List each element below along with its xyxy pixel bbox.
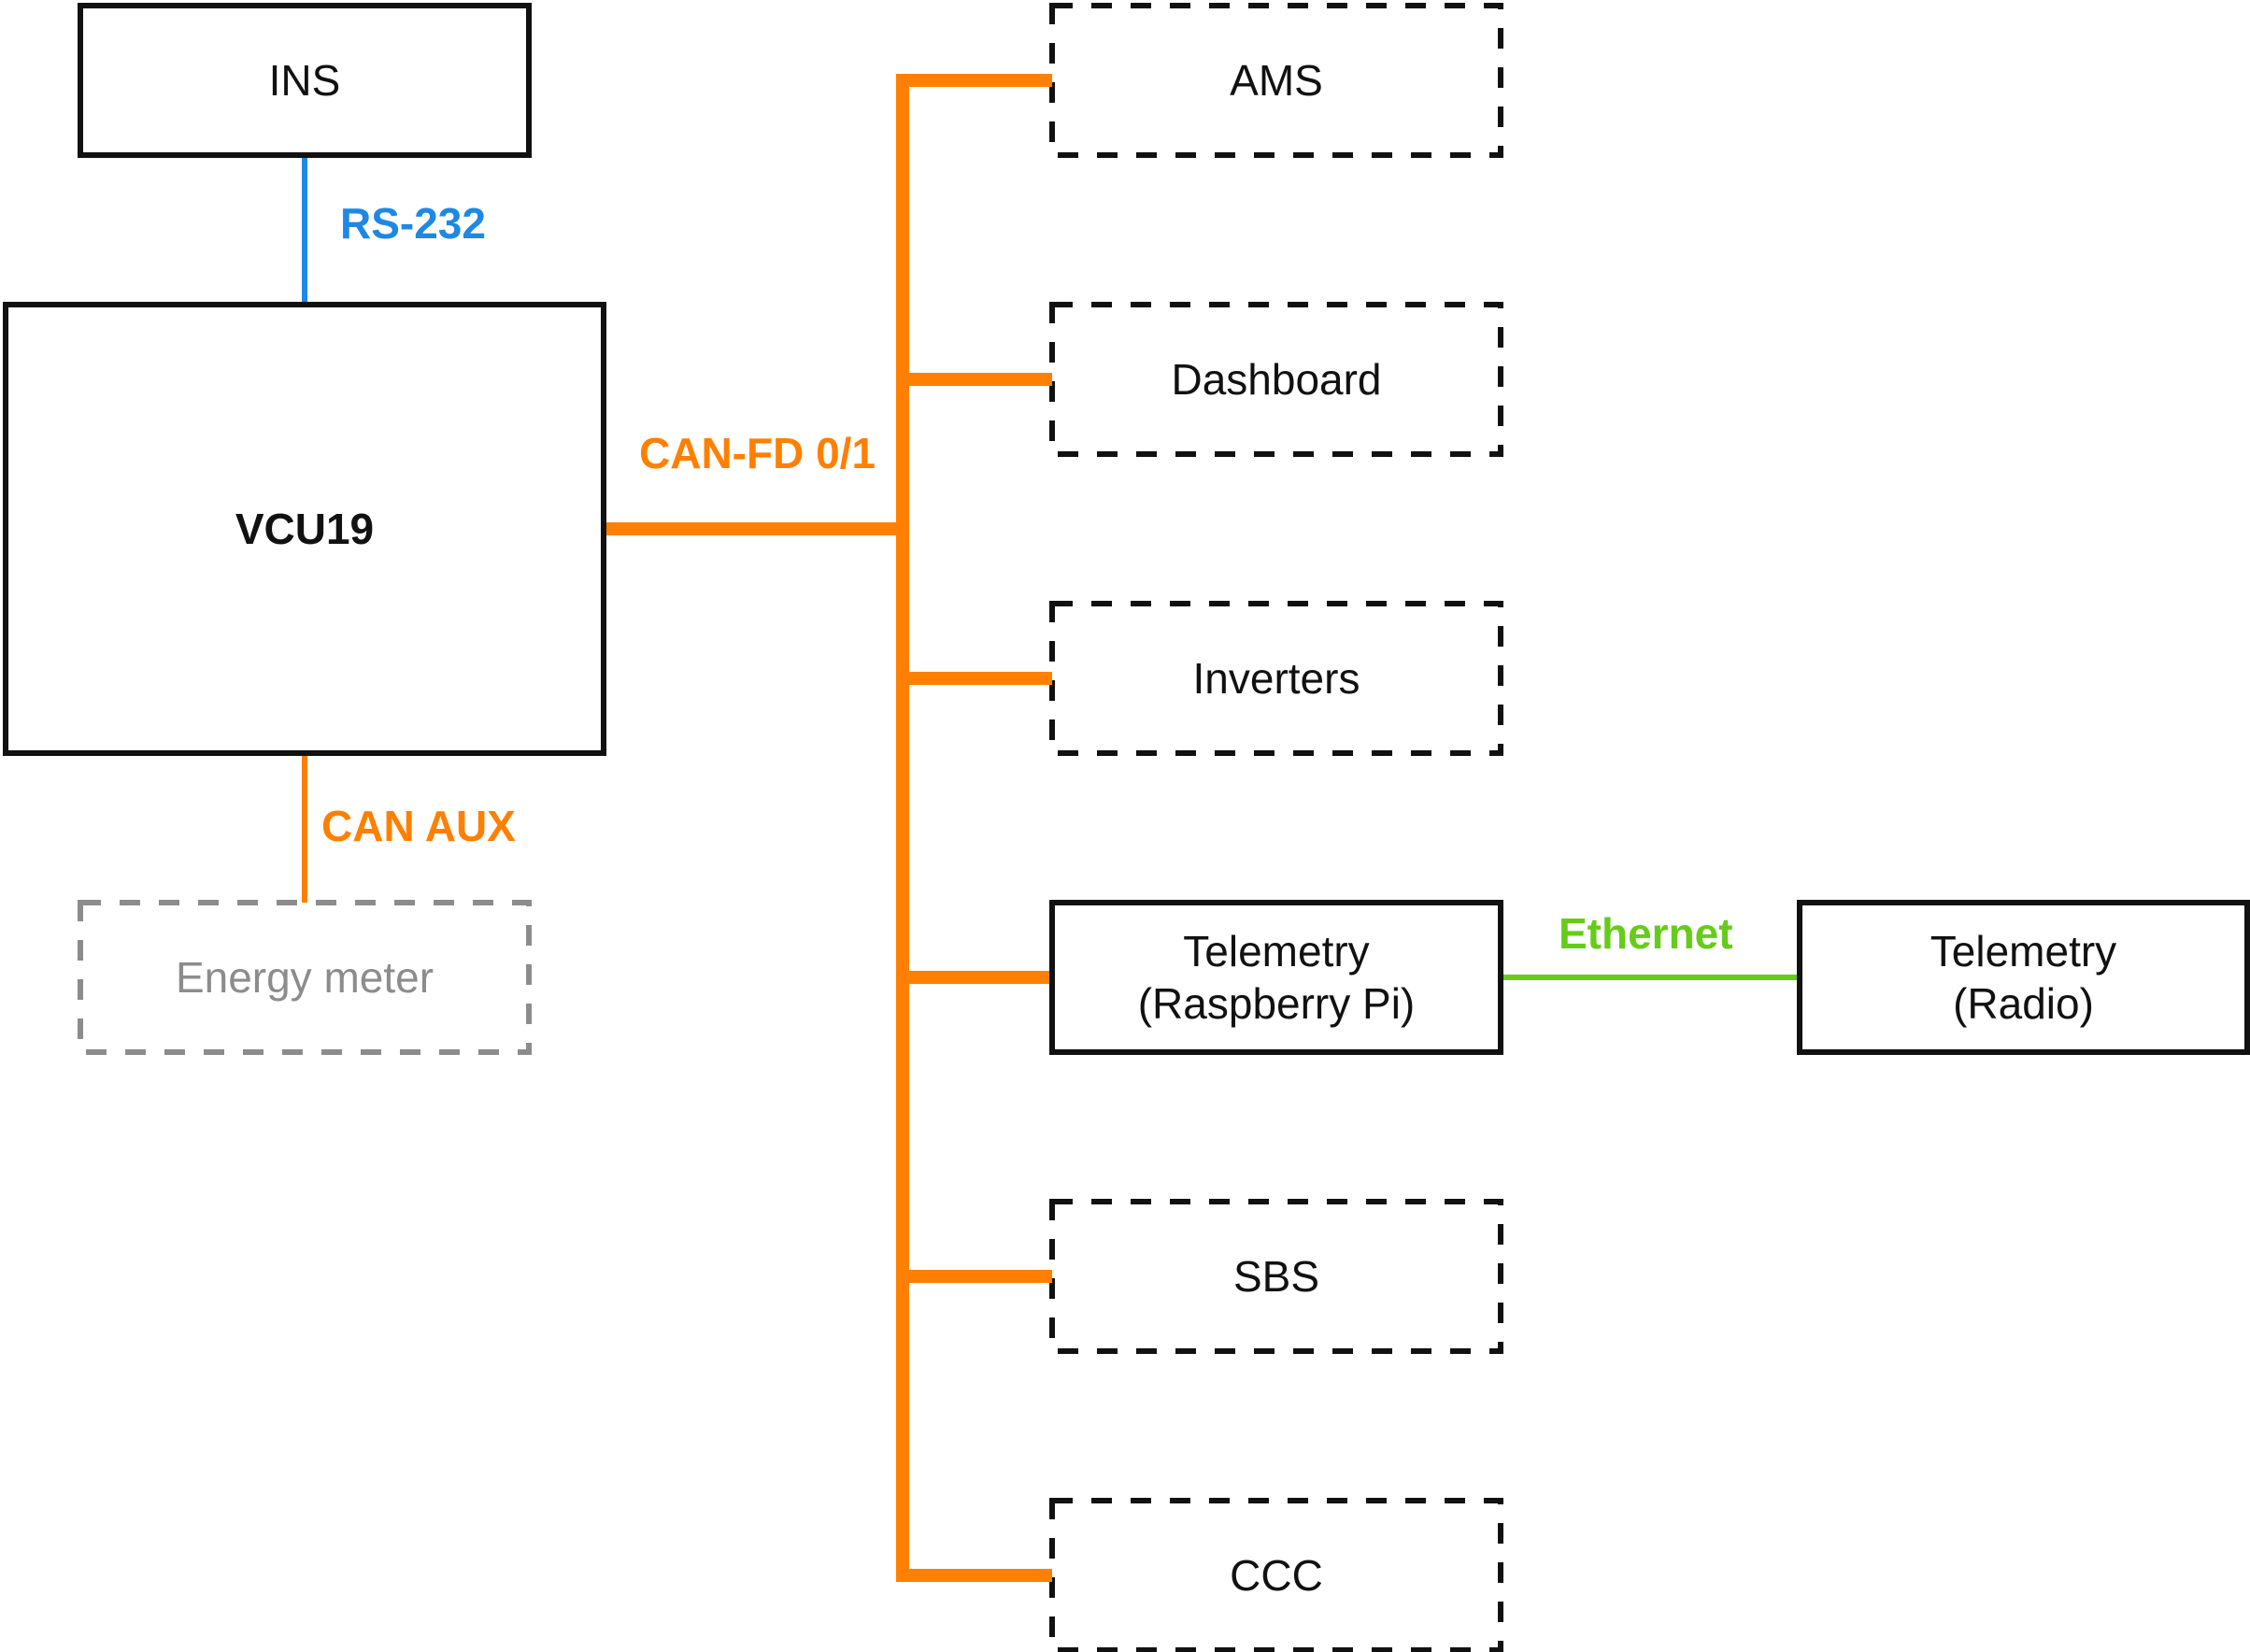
ccc-box-outline bbox=[1049, 1498, 1503, 1652]
can-aux-label: CAN AUX bbox=[321, 802, 516, 850]
dashboard-node: Dashboard bbox=[1052, 305, 1501, 454]
inverters-box-outline bbox=[1049, 601, 1503, 756]
ins-node: INS bbox=[78, 3, 532, 158]
telemetry-pi-node: Telemetry (Raspberry Pi) bbox=[1049, 900, 1503, 1055]
ccc-label: CCC bbox=[1230, 1550, 1323, 1600]
energy-meter-label: Energy meter bbox=[175, 952, 434, 1002]
ins-label: INS bbox=[268, 55, 341, 105]
energy-meter-box-outline bbox=[78, 900, 532, 1055]
ams-node: AMS bbox=[1052, 6, 1501, 155]
sbs-label: SBS bbox=[1232, 1251, 1320, 1301]
energy-meter-node: Energy meter bbox=[80, 903, 529, 1052]
can-fd-label: CAN-FD 0/1 bbox=[639, 429, 876, 477]
sbs-node: SBS bbox=[1052, 1202, 1501, 1351]
sbs-box-outline bbox=[1049, 1199, 1503, 1354]
rs232-label: RS-232 bbox=[340, 199, 486, 248]
vcu-label: VCU19 bbox=[235, 504, 375, 553]
telemetry-radio-label: Telemetry (Radio) bbox=[1930, 926, 2117, 1028]
ams-box-outline bbox=[1049, 3, 1503, 158]
vcu-node: VCU19 bbox=[3, 302, 606, 756]
telemetry-pi-label: Telemetry (Raspberry Pi) bbox=[1137, 926, 1416, 1028]
dashboard-box-outline bbox=[1049, 302, 1503, 457]
ccc-node: CCC bbox=[1052, 1501, 1501, 1650]
telemetry-radio-node: Telemetry (Radio) bbox=[1797, 900, 2250, 1055]
ams-label: AMS bbox=[1230, 55, 1323, 105]
dashboard-label: Dashboard bbox=[1171, 354, 1382, 404]
inverters-node: Inverters bbox=[1052, 604, 1501, 753]
ethernet-label: Ethernet bbox=[1559, 909, 1733, 958]
inverters-label: Inverters bbox=[1192, 653, 1360, 703]
